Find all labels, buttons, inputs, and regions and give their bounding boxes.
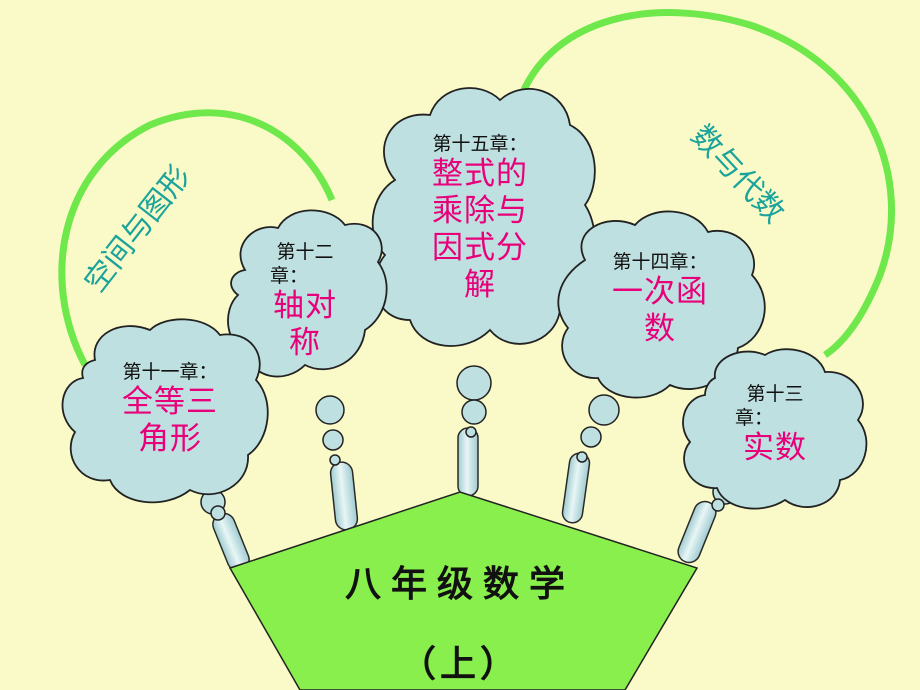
chapter-label: 章： [735, 407, 774, 429]
chapter-label: 第十三 [746, 383, 804, 405]
topic-line: 轴对 [273, 288, 337, 324]
tube-c12 [329, 461, 359, 531]
algebra-arc [519, 9, 896, 358]
cloud-label-c13: 第十三 章： 实数 [715, 382, 835, 467]
tube-c14 [561, 452, 591, 524]
grade-pentagon [228, 491, 699, 690]
cloud-label-c15: 第十五章： 整式的 乘除与 因式分 解 [405, 132, 555, 304]
topic-line: 称 [289, 325, 321, 361]
chapter-label: 章： [270, 265, 309, 287]
topic-line: 一次函 [612, 274, 708, 310]
bubble [465, 426, 477, 438]
topic-line: 乘除与 [432, 193, 528, 229]
bubble [588, 394, 620, 426]
bubble [315, 395, 345, 425]
topic-line: 解 [464, 267, 496, 303]
bubble [576, 451, 588, 463]
bubble [329, 454, 341, 466]
cloud-label-c12: 第十二 章： 轴对 称 [250, 240, 360, 362]
cloud-c14 [557, 210, 766, 399]
chapter-label: 第十一章： [122, 361, 218, 383]
bubble [711, 498, 725, 512]
chapter-label: 第十四章： [612, 251, 708, 273]
topic-line: 角形 [138, 421, 202, 457]
topic-line: 实数 [743, 430, 807, 466]
space-arc [58, 109, 336, 367]
bubble [580, 426, 602, 448]
chapter-label: 第十二 [276, 241, 334, 263]
topic-line: 全等三 [122, 384, 218, 420]
bubble [461, 399, 487, 425]
bubble [210, 505, 226, 521]
topic-line: 因式分 [432, 230, 528, 266]
volume-subtitle: （上） [400, 643, 521, 685]
bubble [322, 429, 344, 451]
cloud-c11 [61, 318, 269, 504]
chapter-label: 第十五章： [432, 133, 528, 155]
tube-c13 [677, 500, 717, 564]
cloud-c13 [682, 348, 868, 510]
topic-line: 数 [644, 311, 676, 347]
grade-title: 八年级数学 [345, 563, 576, 605]
cloud-c12 [227, 209, 388, 378]
tube-c15 [457, 427, 479, 497]
cloud-label-c11: 第十一章： 全等三 角形 [90, 360, 250, 458]
bubble [456, 365, 492, 401]
cloud-label-c14: 第十四章： 一次函 数 [585, 250, 735, 348]
topic-line: 整式的 [432, 156, 528, 192]
